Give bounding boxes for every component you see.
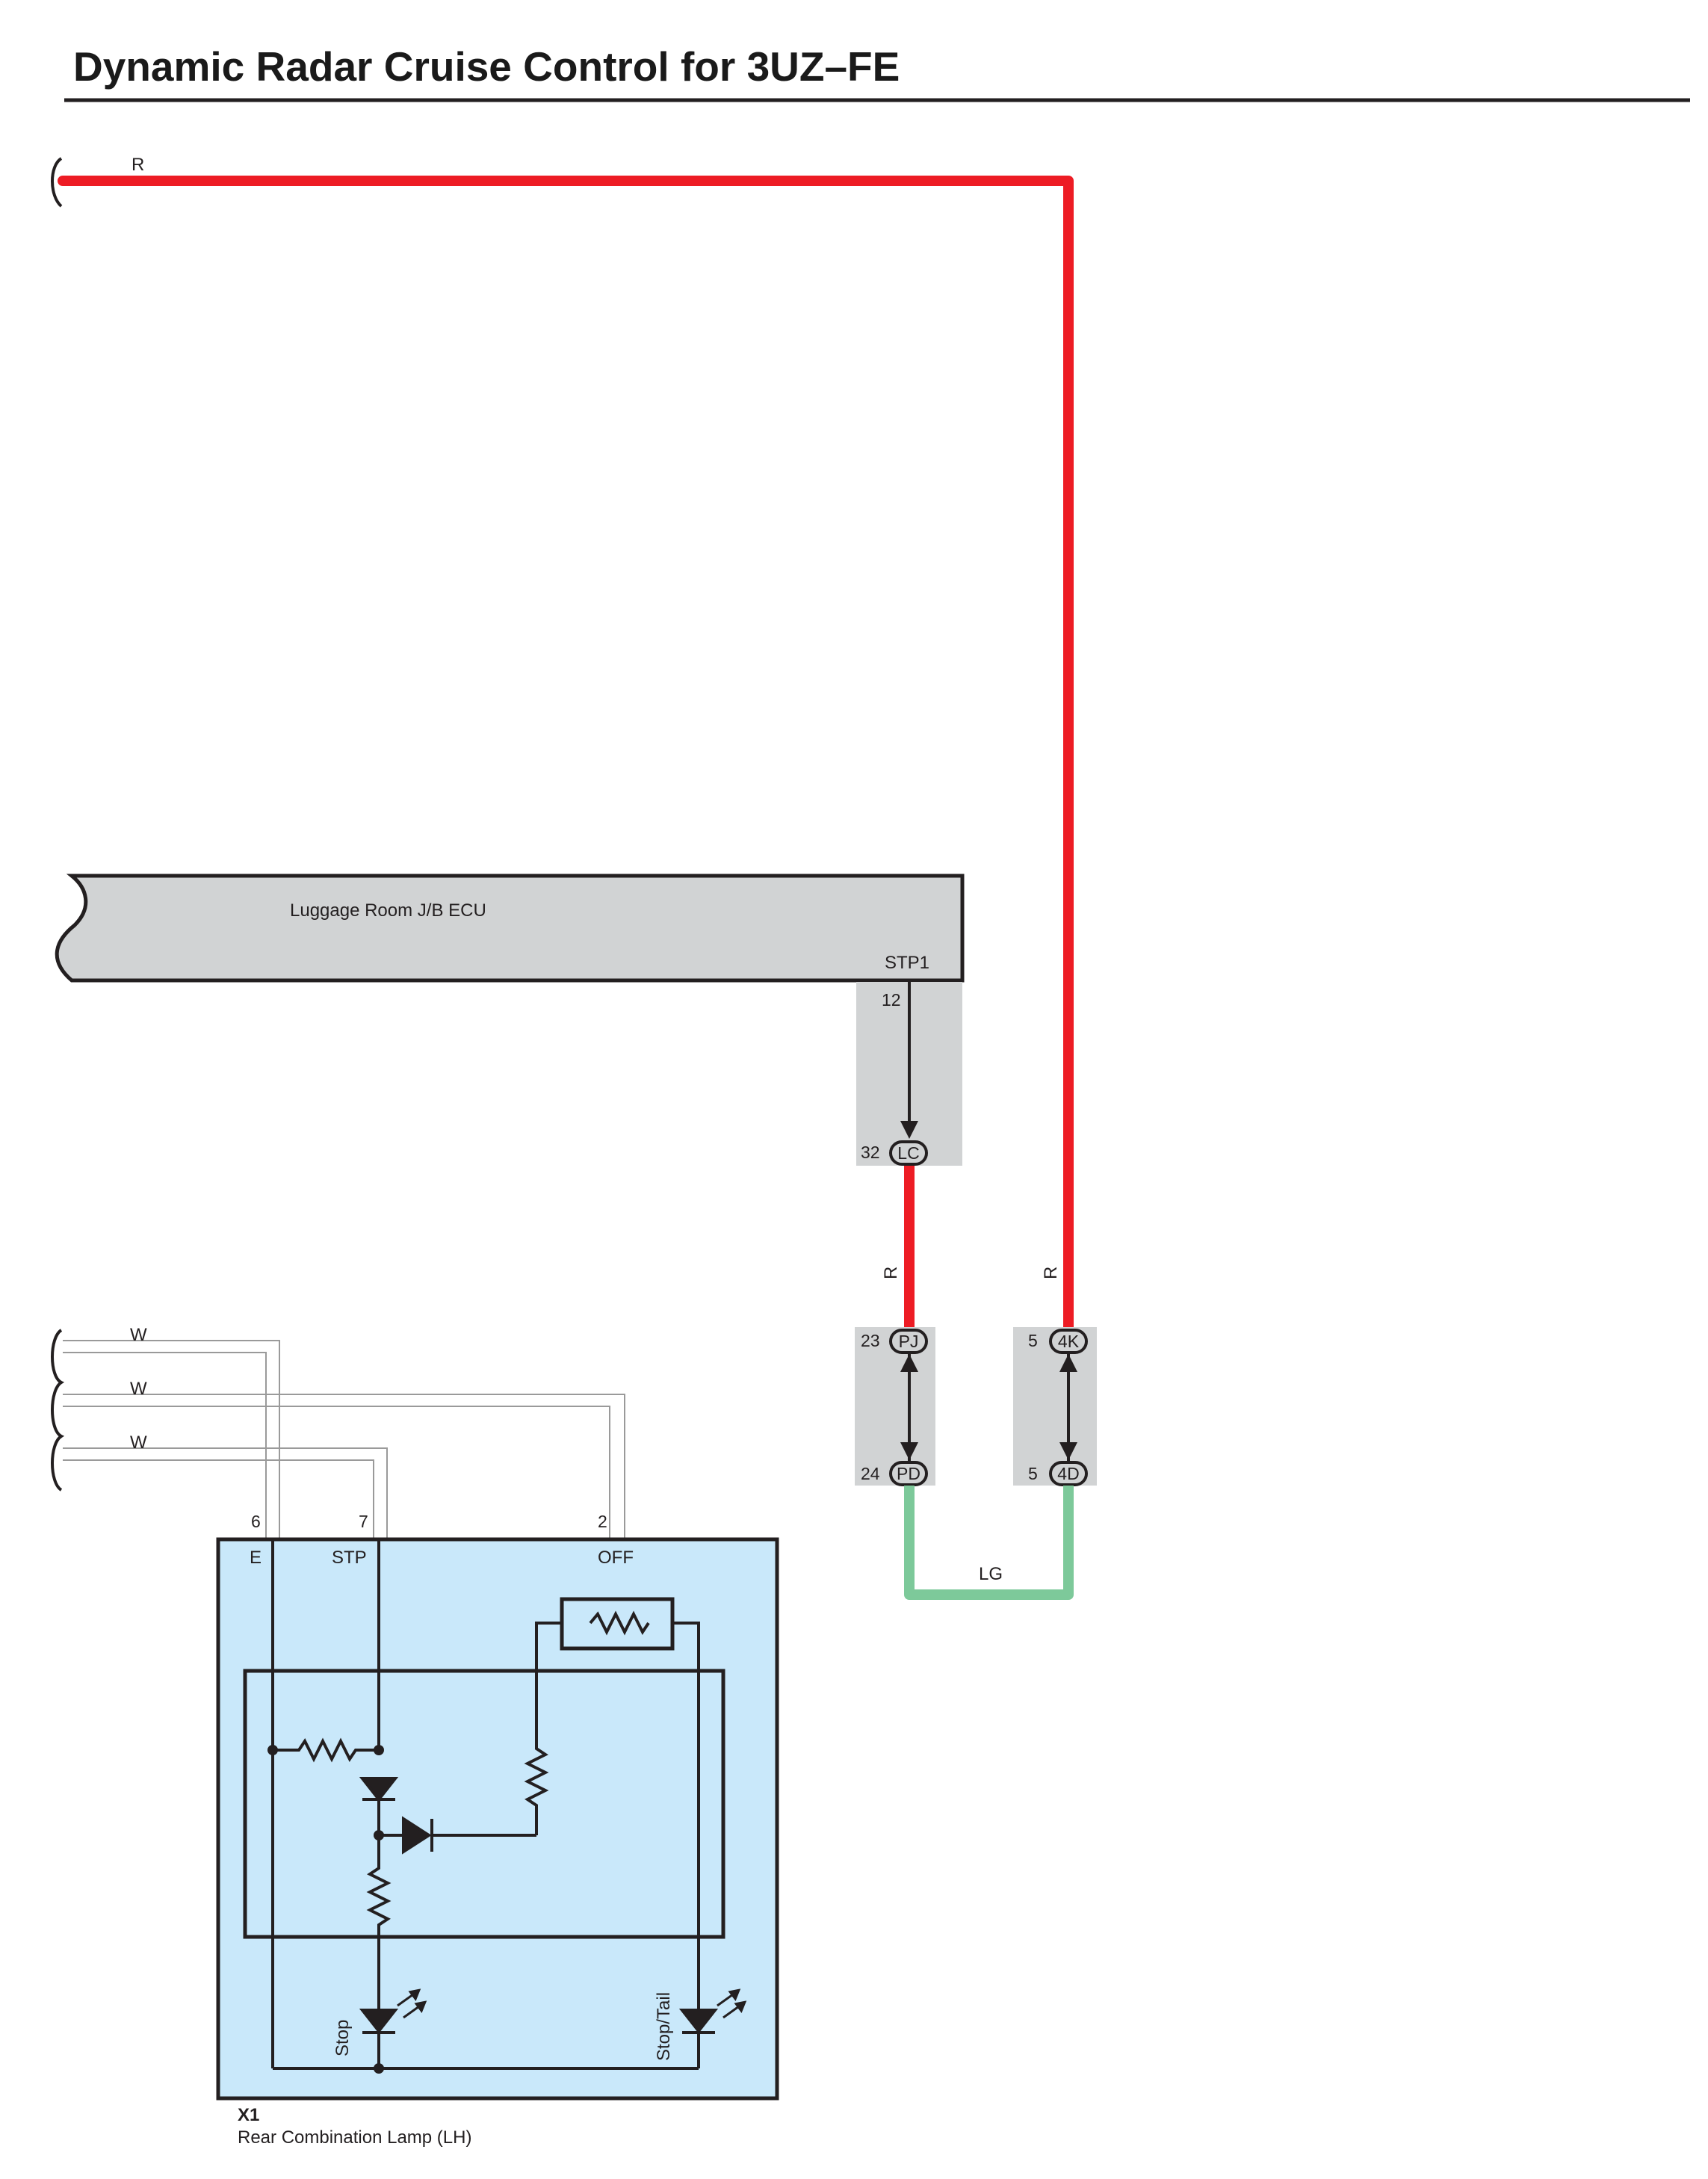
- diode-2: [402, 1816, 433, 1855]
- off-resistor: [589, 1610, 650, 1636]
- wire-r-top: [58, 176, 1074, 1343]
- white-wires: [63, 1340, 625, 1539]
- lamp-pin-stp: STP: [332, 1548, 367, 1568]
- wire-w-3-inner: [63, 1459, 374, 1539]
- dot-mid: [374, 1830, 384, 1840]
- lc-name: LC: [897, 1143, 919, 1163]
- pj-name: PJ: [899, 1332, 919, 1351]
- arrow-down-4d: [1059, 1442, 1077, 1460]
- lamp-circuit: [271, 1539, 700, 2070]
- wire-label-w-1: W: [130, 1325, 147, 1345]
- dot-stp: [374, 1745, 384, 1755]
- diode-1: [359, 1777, 399, 1802]
- arrow-down-pd: [900, 1442, 918, 1460]
- arrow-up-pj: [900, 1354, 918, 1372]
- connector-pd: [889, 1461, 928, 1486]
- wire-w-2-outer: [63, 1394, 625, 1539]
- lc-pin: 32: [861, 1143, 880, 1162]
- wire-break-top: [51, 157, 63, 208]
- pd-name: PD: [897, 1464, 920, 1483]
- arrow-down-lc: [900, 1121, 918, 1139]
- lamp-pin-e-num: 6: [251, 1512, 261, 1531]
- wire-break-left: [51, 1329, 65, 1492]
- resistor-right: [524, 1622, 562, 1835]
- dot-bottom: [374, 2063, 384, 2074]
- resistor-e-stp: [273, 1737, 379, 1763]
- stoptail-led: [678, 1988, 747, 2034]
- stoptail-line: [672, 1622, 700, 2010]
- pj-pd-area: [855, 1327, 935, 1486]
- lamp-pin-off: OFF: [598, 1548, 634, 1568]
- fourk-name: 4K: [1058, 1332, 1080, 1351]
- lamp-inner-module: [243, 1669, 725, 1939]
- pj-pin: 23: [861, 1331, 880, 1350]
- fourk-pin: 5: [1028, 1331, 1038, 1350]
- page-title: Dynamic Radar Cruise Control for 3UZ–FE: [73, 43, 900, 90]
- pd-pin: 24: [861, 1464, 880, 1483]
- stop-led-label: Stop: [332, 2020, 353, 2056]
- ecu-pin-12: 12: [882, 990, 901, 1010]
- fourd-name: 4D: [1057, 1464, 1079, 1483]
- resistor-lower: [366, 1856, 392, 2010]
- lamp-pin-e: E: [250, 1548, 262, 1568]
- ecu-name: Luggage Room J/B ECU: [290, 900, 486, 921]
- lamp-pin-off-num: 2: [598, 1512, 607, 1531]
- wire-w-1-outer: [63, 1340, 280, 1539]
- lamp-pin-stp-num: 7: [359, 1512, 368, 1531]
- lamp-id: X1: [238, 2105, 259, 2125]
- lamp-component-box: [216, 1537, 779, 2101]
- wire-label-w-2: W: [130, 1379, 147, 1399]
- lamp-name: Rear Combination Lamp (LH): [238, 2127, 471, 2148]
- wire-w-1-inner: [63, 1352, 267, 1539]
- wire-label-r-lc: R: [881, 1267, 901, 1279]
- arrow-up-4k: [1059, 1354, 1077, 1372]
- ecu-box: [55, 874, 965, 983]
- wire-w-2-inner: [63, 1406, 610, 1539]
- wire-w-3-outer: [63, 1447, 388, 1539]
- dot-e: [267, 1745, 278, 1755]
- wire-label-w-3: W: [130, 1432, 147, 1453]
- wire-lg: [904, 1486, 1074, 1600]
- wire-label-r-top: R: [131, 155, 144, 175]
- connector-4d: [1049, 1461, 1088, 1486]
- fourk-fourd-area: [1013, 1327, 1097, 1486]
- ecu-terminal-stp1: STP1: [885, 953, 929, 973]
- wire-label-lg: LG: [979, 1564, 1003, 1584]
- stoptail-led-label: Stop/Tail: [654, 1992, 674, 2061]
- fourd-pin: 5: [1028, 1464, 1038, 1483]
- wire-label-r-4k: R: [1041, 1267, 1061, 1279]
- connector-lc: [889, 1140, 928, 1166]
- junction-dots: [267, 1745, 384, 2074]
- stop-led: [359, 1988, 427, 2034]
